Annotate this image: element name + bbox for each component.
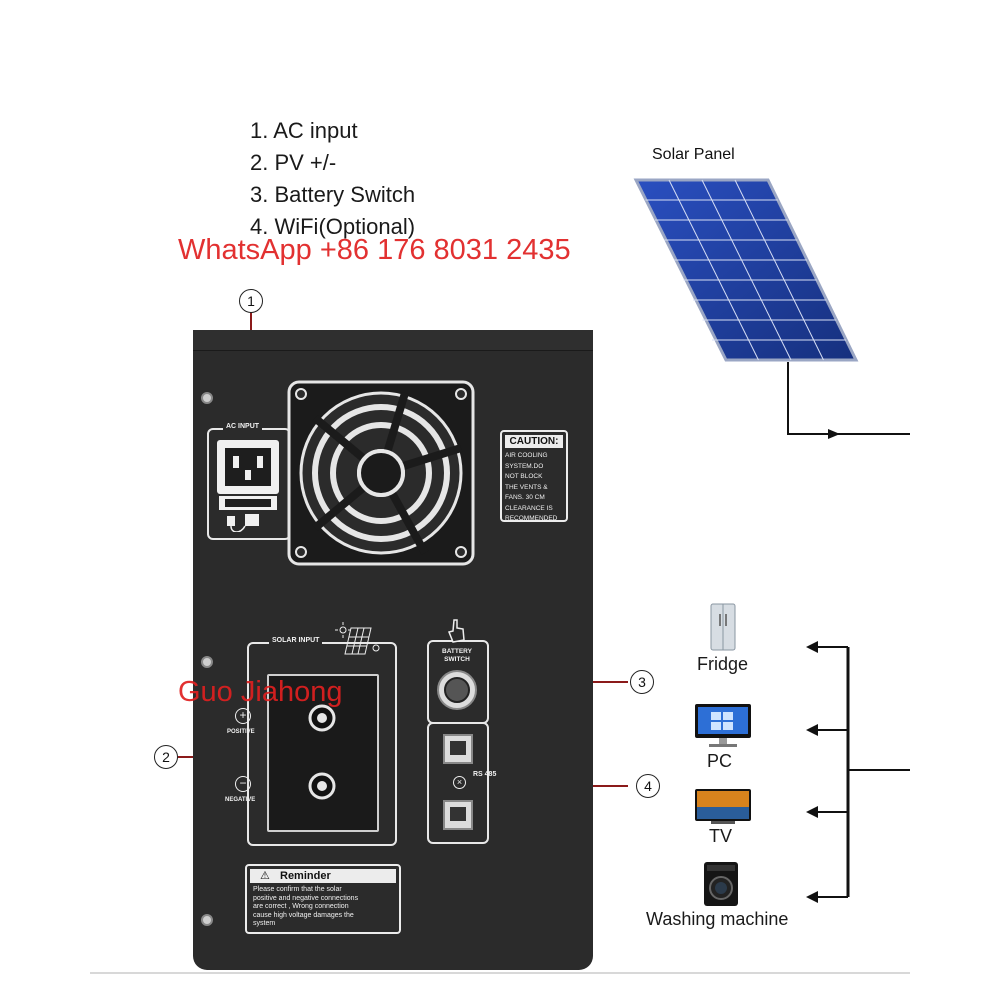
ac-socket-icon[interactable] [215,438,281,532]
appliance-tv: TV [709,826,733,846]
screw [201,656,213,668]
callout-4: 4 [636,774,660,798]
solar-panel-label: Solar Panel [652,146,735,163]
inverter-rear-panel: AC INPUT CAUTION: [193,330,593,970]
caution-title: CAUTION: [505,435,563,448]
solar-input-icon [335,622,380,655]
caution-line: FANS. 30 CM [505,494,545,501]
pv-terminals[interactable] [307,702,337,812]
negative-icon: − [235,776,251,792]
battery-switch-label-2: SWITCH [444,656,470,663]
fridge-icon [710,603,736,651]
caution-line: CLEARANCE IS [505,504,553,512]
wifi-icon: × [453,776,466,789]
legend-item-battery-switch: 3. Battery Switch [250,182,416,207]
solar-panel-icon [633,178,859,362]
callout-2: 2 [154,745,178,769]
positive-icon: + [235,708,251,724]
callout-1: 1 [239,289,263,313]
screw [201,392,213,404]
pv-terminal-cover [267,674,379,832]
rs485-frame [427,722,489,844]
battery-switch-label-1: BATTERY [442,648,472,655]
reminder-line: are correct , Wrong connection [253,903,349,911]
appliance-fridge: Fridge [697,654,749,674]
warning-icon: ⚠ [260,870,270,882]
appliance-pc: PC [707,751,733,771]
caution-line: AIR COOLING [505,452,548,459]
reminder-line: cause high voltage damages the [253,911,354,919]
caution-line: RECOMMENDED [505,515,558,522]
appliance-washing-machine: Washing machine [646,909,789,929]
panel-top-strip [193,330,593,351]
solar-input-label: SOLAR INPUT [269,637,323,644]
tv-icon [695,789,751,824]
caution-line: SYSTEM.DO [505,462,544,470]
rs485-port-top[interactable] [443,734,473,764]
legend-item-wifi: 4. WiFi(Optional) [250,214,416,239]
callout-3: 3 [630,670,654,694]
reminder-title: Reminder [280,870,331,882]
reminder-label: ⚠ Reminder Please confirm that the solar… [245,864,401,934]
pc-icon [695,704,751,747]
watermark-name: Guo Jiahong [178,676,343,708]
negative-label: NEGATIVE [225,797,256,803]
watermark-whatsapp: WhatsApp +86 176 8031 2435 [178,234,571,266]
reminder-line: positive and negative connections [253,894,359,902]
rs485-port-bottom[interactable] [443,800,473,830]
washing-machine-icon [704,862,738,906]
screw [201,914,213,926]
cooling-fan-icon [287,380,475,566]
ac-input-label: AC INPUT [223,423,263,430]
reminder-line: Please confirm that the solar [253,886,342,893]
caution-line: NOT BLOCK [505,473,543,480]
hand-pointer-icon [447,619,465,643]
reminder-line: system [253,920,276,928]
caution-line: THE VENTS & [505,483,548,491]
caution-label: CAUTION: AIR COOLING SYSTEM.DO NOT BLOCK… [500,430,568,522]
positive-label: POSITIVE [227,729,255,735]
legend-item-pv: 2. PV +/- [250,150,337,175]
legend-item-ac-input: 1. AC input [250,118,358,143]
rs485-label: RS 485 [473,771,497,778]
battery-switch-button[interactable] [435,668,479,712]
